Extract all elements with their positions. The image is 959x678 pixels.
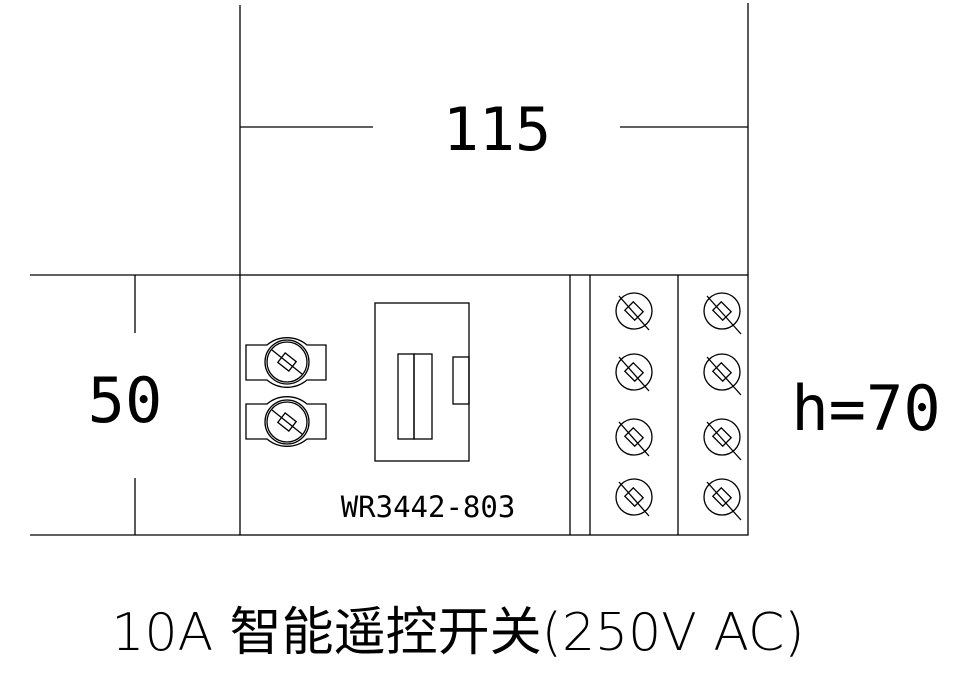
fuse-module (374, 302, 470, 462)
model-label: WR3442-803 (341, 490, 516, 524)
width-dimension: 115 (239, 3, 749, 275)
terminal-screw (615, 353, 653, 392)
terminal-screw (615, 292, 653, 331)
terminal-screw (703, 478, 742, 521)
height-label: h=70 (791, 372, 940, 445)
terminal-screw (703, 292, 742, 335)
depth-label: 50 (88, 364, 163, 437)
terminal-screw (615, 418, 653, 457)
left-terminal-top (245, 337, 327, 388)
terminal-screw (703, 418, 742, 461)
terminal-screw-columns (615, 292, 742, 521)
terminal-screw (615, 478, 653, 517)
device-body (239, 274, 749, 536)
depth-dimension: 50 (30, 274, 240, 536)
width-label: 115 (443, 95, 551, 165)
device-caption: 10A 智能遥控开关(250V AC) (111, 603, 804, 663)
terminal-screw (703, 353, 742, 396)
left-terminal-bottom (245, 396, 327, 447)
